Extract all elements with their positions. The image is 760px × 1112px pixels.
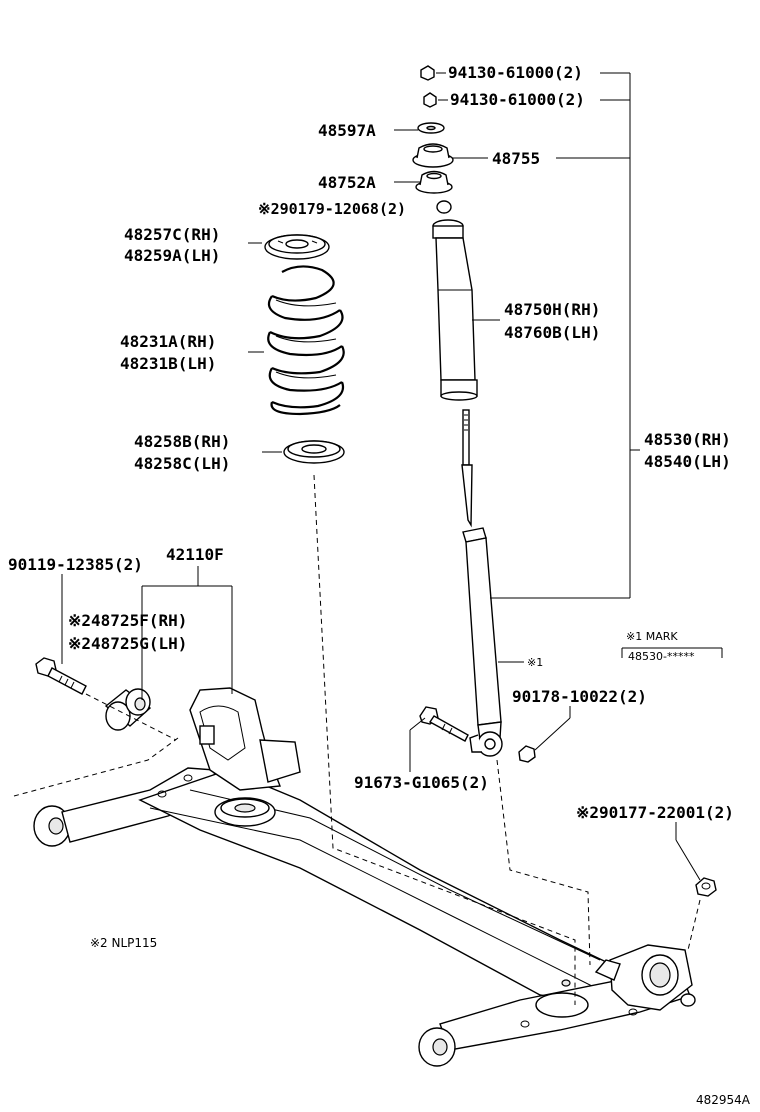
label-hub-nut: ※290177-22001(2) [576,803,734,822]
label-absorber-rh: 48530(RH) [644,430,731,449]
label-nut2: 94130-61000(2) [450,90,585,109]
boot-icon [432,219,478,401]
bush-icon [104,688,152,731]
labels: 94130-61000(2) 94130-61000(2) 48597A 487… [8,63,751,1107]
label-nut1: 94130-61000(2) [448,63,583,82]
bracket-icon [415,170,453,194]
label-absorber-lh: 48540(LH) [644,452,731,471]
upper-seat-icon [264,234,330,260]
nut-icon [695,877,717,897]
label-mark-code: 48530-***** [628,650,695,663]
label-spring-lh: 48231B(LH) [120,354,216,373]
label-lower-seat-lh: 48258C(LH) [134,454,230,473]
shock-absorber-icon [461,409,503,757]
label-lower-seat-rh: 48258B(RH) [134,432,230,451]
label-axle-bolt: 90119-12385(2) [8,555,143,574]
label-boot-lh: 48760B(LH) [504,323,600,342]
nut-icon [423,92,437,108]
washer-icon [417,122,445,134]
label-washer: 48597A [318,121,376,140]
label-beam: 42110F [166,545,224,564]
label-mark-title: ※1 MARK [626,630,678,643]
leader-lines [61,72,723,881]
label-spring-rh: 48231A(RH) [120,332,216,351]
label-diagram-id: 482954A [696,1093,751,1107]
bolt-icon [419,706,469,742]
label-bush-rh: ※248725F(RH) [68,611,187,630]
axle-beam-icon [33,687,696,1067]
guide-lines [13,474,701,1005]
label-lower-bolt: 91673-G1065(2) [354,773,489,792]
label-upper-seat-lh: 48259A(LH) [124,246,220,265]
nut-icon [420,65,435,81]
support-icon [412,143,454,168]
label-boot-rh: 48750H(RH) [504,300,600,319]
coil-spring-icon [267,265,345,416]
label-lower-nut: 90178-10022(2) [512,687,647,706]
label-nut3: ※290179-12068(2) [258,200,406,218]
label-note: ※2 NLP115 [90,936,157,950]
nut-icon [518,745,536,763]
bolt-icon [35,657,87,695]
label-bracket: 48752A [318,173,376,192]
label-mark-ref: ※1 [527,656,543,669]
lower-seat-icon [283,440,345,464]
label-support: 48755 [492,149,540,168]
nut-icon [436,200,452,214]
label-bush-lh: ※248725G(LH) [68,634,187,653]
label-upper-seat-rh: 48257C(RH) [124,225,220,244]
